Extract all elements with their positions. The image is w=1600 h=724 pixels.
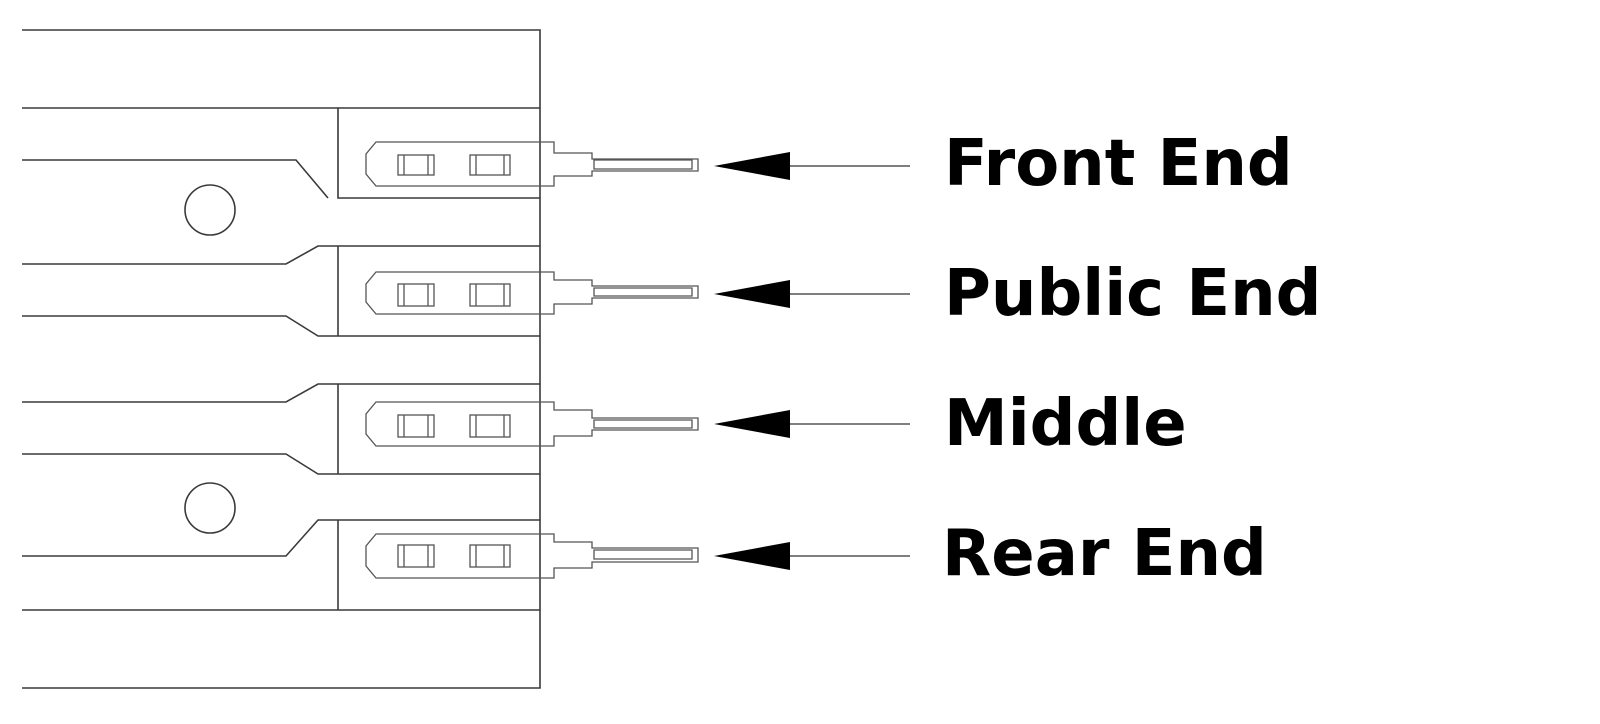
slot-rear-end — [22, 519, 699, 610]
housing — [22, 29, 541, 689]
arrow-middle — [714, 410, 910, 438]
arrow-rear-end — [714, 542, 910, 570]
slot-front-end — [22, 107, 699, 199]
slot-public-end — [22, 245, 699, 337]
arrow-public-end — [714, 280, 910, 308]
label-middle: Middle — [944, 387, 1187, 461]
slot-middle — [22, 383, 699, 475]
label-public-end: Public End — [944, 257, 1322, 331]
label-front-end: Front End — [944, 127, 1293, 201]
label-rear-end: Rear End — [942, 517, 1267, 591]
mounting-hole-bottom — [184, 482, 236, 534]
mounting-hole-top — [184, 184, 236, 236]
arrow-front-end — [714, 152, 910, 180]
